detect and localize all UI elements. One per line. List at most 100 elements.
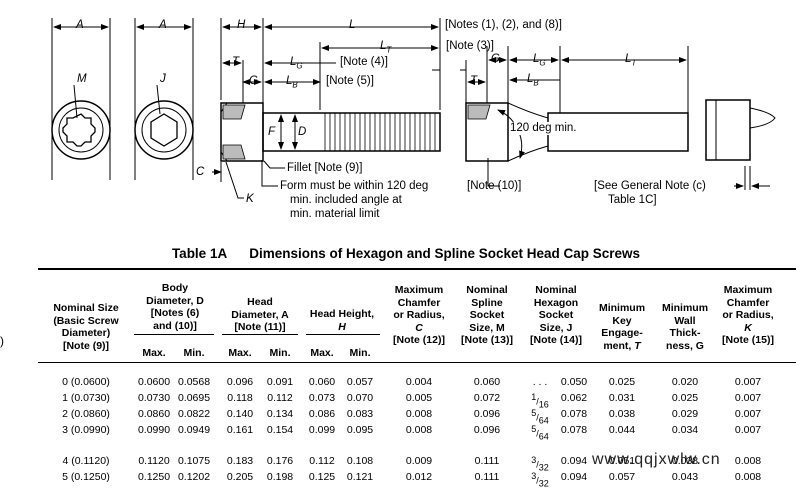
form-note-line2: min. included angle at: [290, 194, 402, 206]
label-a: A: [159, 19, 167, 31]
hex-fraction-cell: . . .: [532, 376, 548, 388]
label-l: L: [349, 19, 356, 31]
table-cell: 0 (0.0600): [62, 376, 110, 388]
table-cell: 0.096: [473, 424, 501, 436]
table-cell: 0.1250: [137, 471, 171, 483]
hex-fraction-cell: 3/32: [531, 471, 549, 489]
table-cell: 0.078: [560, 408, 588, 420]
table-cell: 0.198: [266, 471, 294, 483]
label-lg: LG: [290, 56, 303, 71]
label-t: T: [232, 56, 240, 68]
header-bottom-rule: [38, 362, 796, 363]
table-cell: 0.134: [266, 408, 294, 420]
label-f: F: [268, 126, 276, 138]
table-cell: 0.034: [671, 424, 699, 436]
head-detail-view: [705, 99, 776, 190]
table-cell: 0.0695: [177, 392, 211, 404]
form-note-line3: min. material limit: [290, 208, 380, 220]
label-lb2: LB: [527, 73, 539, 88]
table-cell: 0.0600: [137, 376, 171, 388]
note-4: [Note (4)]: [340, 56, 388, 68]
spline-screw-side-view: [432, 46, 689, 187]
general-note-c: [See General Note (c): [594, 180, 706, 192]
hex-fraction-cell: 1/16: [531, 392, 549, 410]
table-cell: 0.154: [266, 424, 294, 436]
table-cell: 0.091: [266, 376, 294, 388]
label-a: A: [76, 19, 84, 31]
label-c: C: [196, 166, 205, 178]
table-cell: 0.108: [346, 455, 374, 467]
underline-height: [306, 334, 380, 335]
table-cell: 0.125: [308, 471, 336, 483]
label-lt2: LT: [625, 53, 637, 68]
hex-fraction-cell: 3/32: [531, 455, 549, 473]
table-cell: 0.051: [608, 455, 636, 467]
table-cell: 0.025: [608, 376, 636, 388]
label-lg2: LG: [533, 53, 546, 68]
table-cell: 0.094: [560, 455, 588, 467]
spline-socket-end-view: [51, 18, 111, 180]
label-t2: T: [470, 75, 478, 87]
table-cell: 0.086: [308, 408, 336, 420]
subheader-min: Min.: [349, 347, 371, 359]
table-cell: 0.183: [226, 455, 254, 467]
cap-screw-drawing: [51, 18, 776, 199]
table-cell: 0.111: [474, 471, 500, 483]
table-cell: 0.057: [346, 376, 374, 388]
table-cell: 5 (0.1250): [62, 471, 110, 483]
table-cell: 0.007: [734, 376, 762, 388]
screw-side-view: [212, 18, 441, 199]
subheader-min: Min.: [183, 347, 205, 359]
table-cell: 4 (0.1120): [62, 455, 110, 467]
table-cell: 0.009: [405, 455, 433, 467]
note-10: [Note (10)]: [467, 180, 522, 192]
table-cell: 0.004: [405, 376, 433, 388]
table-cell: 0.111: [474, 455, 500, 467]
table-cell: 0.1202: [177, 471, 211, 483]
angle-label: 120 deg min.: [510, 122, 577, 135]
table-cell: 0.0822: [177, 408, 211, 420]
table-cell: 0.038: [608, 408, 636, 420]
table-cell: 0.099: [308, 424, 336, 436]
subheader-min: Min.: [269, 347, 291, 359]
table-cell: 0.062: [560, 392, 588, 404]
table-cell: 3 (0.0990): [62, 424, 110, 436]
label-h: H: [237, 19, 246, 31]
table-cell: 0.008: [734, 455, 762, 467]
table-cell: 0.073: [308, 392, 336, 404]
note-3: [Note (3)]: [446, 40, 494, 52]
subheader-max: Max.: [228, 347, 252, 359]
subheader-max: Max.: [142, 347, 166, 359]
table-cell: 0.050: [560, 376, 588, 388]
table-cell: 0.140: [226, 408, 254, 420]
table-cell: 0.096: [473, 408, 501, 420]
table-cell: 0.020: [671, 376, 699, 388]
label-g2: G: [491, 53, 500, 65]
table-cell: 0.096: [226, 376, 254, 388]
table-cell: 2 (0.0860): [62, 408, 110, 420]
table-cell: 0.043: [671, 471, 699, 483]
table-cell: 0.121: [346, 471, 374, 483]
table-cell: 0.095: [346, 424, 374, 436]
table-cell: 0.078: [560, 424, 588, 436]
note-1-2-8: [Notes (1), (2), and (8)]: [445, 19, 562, 31]
table-cell: 0.031: [608, 392, 636, 404]
table-cell: 0.007: [734, 392, 762, 404]
table-cell: 0.025: [671, 392, 699, 404]
table-cell: 0.094: [560, 471, 588, 483]
table-cell: 0.012: [405, 471, 433, 483]
general-note-table: Table 1C]: [608, 194, 657, 206]
table-cell: 0.1120: [138, 455, 170, 467]
table-cell: 0.205: [226, 471, 254, 483]
table-cell: 0.0730: [137, 392, 171, 404]
table-cell: 0.029: [671, 408, 699, 420]
label-m: M: [77, 73, 87, 85]
table-cell: 0.1075: [177, 455, 211, 467]
